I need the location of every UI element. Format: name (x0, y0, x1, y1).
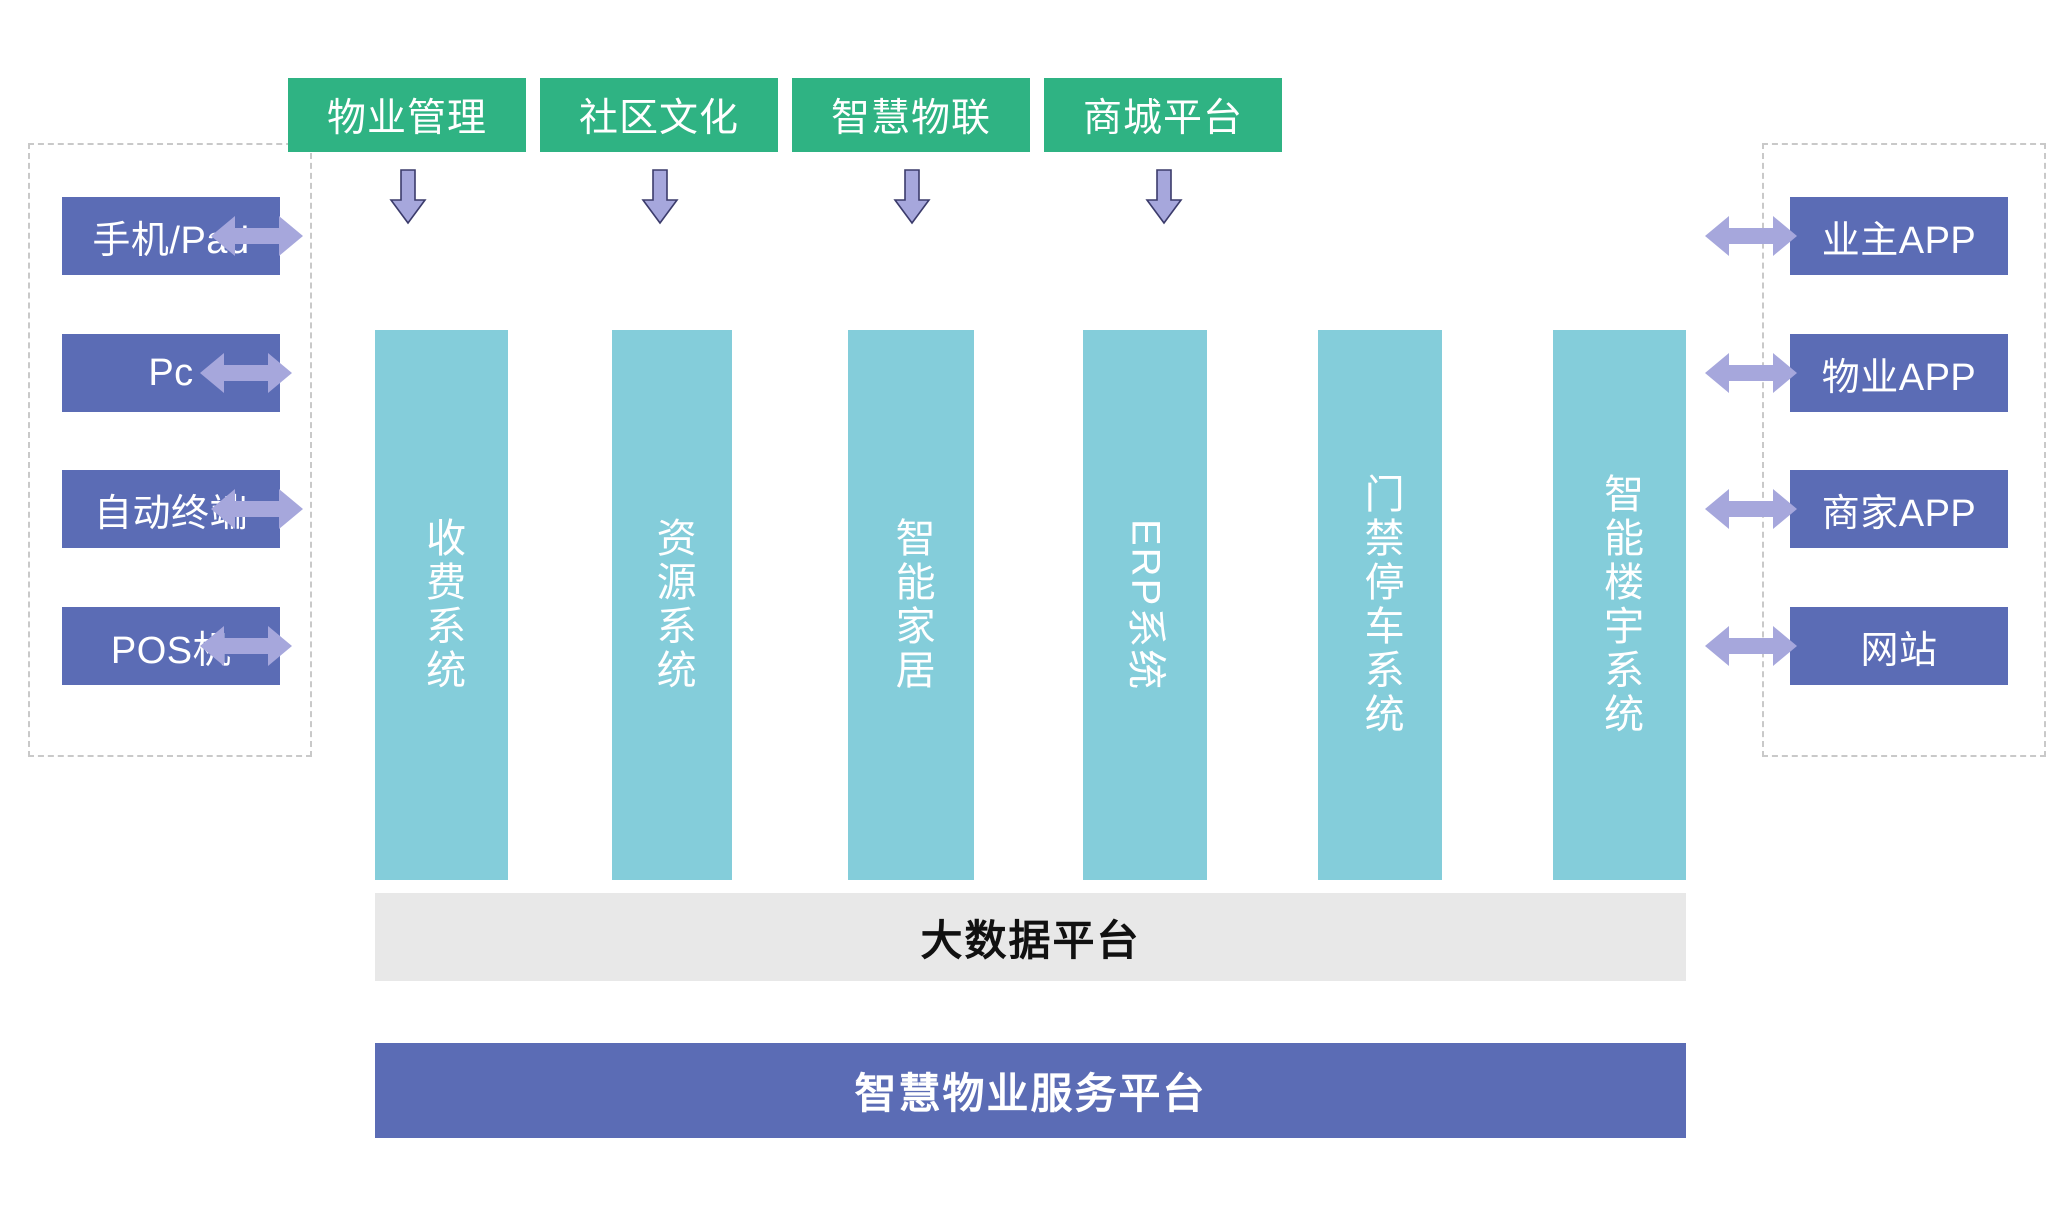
app-box-property[interactable]: 物业APP (1790, 334, 2008, 412)
module-label: 物业管理 (326, 97, 487, 140)
module-box-smart-iot[interactable]: 智慧物联 (792, 78, 1030, 152)
system-label: 收费系统 (420, 517, 465, 693)
system-label: 门禁停车系统 (1358, 473, 1403, 737)
arrow-left-right-icon-left-1 (211, 212, 303, 260)
module-box-community-culture[interactable]: 社区文化 (540, 78, 778, 152)
arrow-left-right-icon-right-1 (1705, 212, 1797, 260)
module-label: 社区文化 (578, 97, 739, 140)
arrow-down-icon-2 (641, 169, 679, 225)
system-column-smart-building[interactable]: 智能楼宇系统 (1553, 330, 1686, 880)
system-column-charging[interactable]: 收费系统 (375, 330, 508, 880)
app-label: 物业APP (1821, 356, 1977, 399)
app-label: 商家APP (1821, 492, 1977, 535)
app-box-owner[interactable]: 业主APP (1790, 197, 2008, 275)
module-label: 智慧物联 (830, 97, 991, 140)
device-label: Pc (148, 351, 194, 394)
left-channel-frame (28, 143, 312, 757)
arrow-down-icon-1 (389, 169, 427, 225)
system-label: ERP系统 (1123, 518, 1168, 692)
arrow-left-right-icon-right-2 (1705, 349, 1797, 397)
app-box-website[interactable]: 网站 (1790, 607, 2008, 685)
system-column-access-parking[interactable]: 门禁停车系统 (1318, 330, 1442, 880)
app-box-merchant[interactable]: 商家APP (1790, 470, 2008, 548)
service-platform-label: 智慧物业服务平台 (854, 1070, 1207, 1117)
system-label: 资源系统 (650, 517, 695, 693)
arrow-down-icon-3 (893, 169, 931, 225)
module-box-mall-platform[interactable]: 商城平台 (1044, 78, 1282, 152)
system-label: 智能家居 (889, 517, 934, 693)
app-label: 网站 (1860, 629, 1938, 672)
arrow-left-right-icon-left-4 (200, 622, 292, 670)
arrow-left-right-icon-left-3 (211, 485, 303, 533)
system-column-erp[interactable]: ERP系统 (1083, 330, 1207, 880)
right-channel-frame (1762, 143, 2046, 757)
module-box-property-management[interactable]: 物业管理 (288, 78, 526, 152)
arrow-left-right-icon-left-2 (200, 349, 292, 397)
service-platform-bar[interactable]: 智慧物业服务平台 (375, 1043, 1686, 1138)
system-column-resource[interactable]: 资源系统 (612, 330, 732, 880)
arrow-left-right-icon-right-4 (1705, 622, 1797, 670)
app-label: 业主APP (1821, 219, 1977, 262)
system-column-smart-home[interactable]: 智能家居 (848, 330, 974, 880)
big-data-platform-bar[interactable]: 大数据平台 (375, 893, 1686, 981)
big-data-platform-label: 大数据平台 (920, 916, 1141, 964)
arrow-left-right-icon-right-3 (1705, 485, 1797, 533)
system-label: 智能楼宇系统 (1598, 473, 1643, 737)
arrow-down-icon-4 (1145, 169, 1183, 225)
module-label: 商城平台 (1082, 97, 1243, 140)
